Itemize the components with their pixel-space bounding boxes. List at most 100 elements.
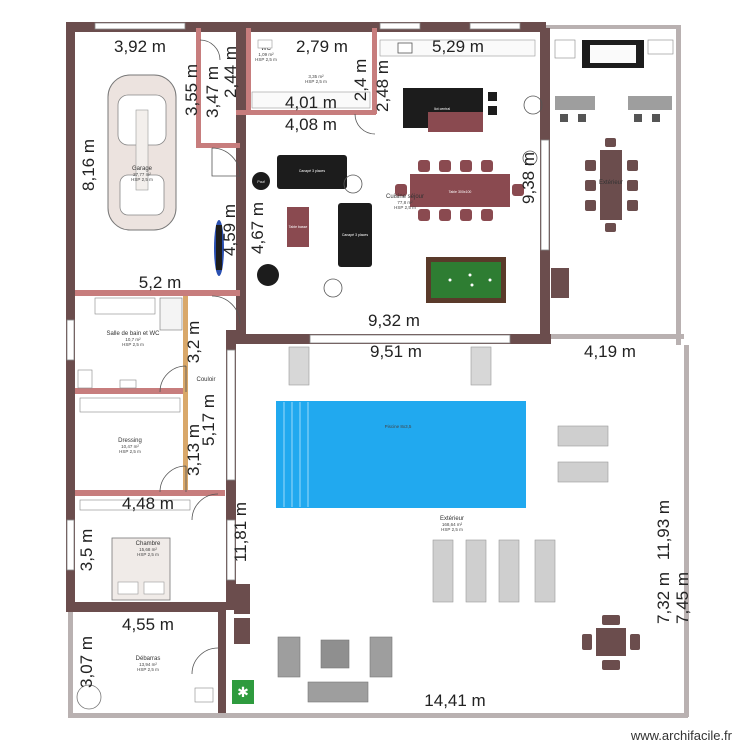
patio-chairs <box>585 138 638 232</box>
billiard-table <box>426 257 506 303</box>
dressing-shelf <box>79 397 181 413</box>
dim-938: 9,38 m <box>519 152 538 204</box>
outdoor-bar <box>555 96 595 110</box>
car <box>107 74 177 231</box>
garage-area: 27,77 m² <box>133 172 151 177</box>
dim-wc: 2,79 m <box>296 37 348 56</box>
dim-32: 3,2 m <box>184 321 203 364</box>
exterieur-area: 168,64 m² <box>442 522 463 527</box>
shelf <box>554 39 576 59</box>
dim-248: 2,48 m <box>373 60 392 112</box>
lounger-5 <box>432 539 454 603</box>
outdoor-dining-table <box>596 628 626 656</box>
lounger-1 <box>288 346 310 386</box>
coffee-table <box>287 207 309 247</box>
plant-2 <box>323 278 343 298</box>
patio-table <box>600 150 622 220</box>
dining-table <box>410 174 510 207</box>
exterieur-hsp: HSP 2,5 m <box>441 527 463 532</box>
interior-walls <box>75 28 377 496</box>
cellier-hsp: HSP 2,5 m <box>305 79 327 84</box>
shower <box>159 297 183 331</box>
bath-hsp: HSP 2,5 m <box>122 342 144 347</box>
exterieur-label: Extérieur <box>440 516 464 522</box>
sofa-2 <box>338 203 372 267</box>
dim-401: 4,01 m <box>285 93 337 112</box>
exterieur-top-label: Extérieur <box>599 180 623 186</box>
doors <box>159 39 376 675</box>
wardrobe <box>79 499 191 511</box>
wc-label: WC <box>261 46 272 52</box>
sejour-label: Cuisine séjour <box>386 194 424 200</box>
exit-sign <box>232 680 254 704</box>
windows <box>66 22 550 581</box>
bath-area: 10,7 m² <box>125 337 141 342</box>
lounge-set <box>277 636 393 703</box>
cellier-area: 3,35 m² <box>308 74 324 79</box>
coffee-table-label: Table basse <box>289 225 308 229</box>
bath-toilet <box>119 379 137 389</box>
dim-459: 4,59 m <box>220 204 239 256</box>
dim-bottom: 14,41 m <box>424 691 485 710</box>
bath-label: Salle de bain et WC <box>106 331 160 337</box>
cellier-counter <box>251 91 371 109</box>
dressing-hsp: HSP 2,5 m <box>119 449 141 454</box>
island-label: Ilot central <box>434 107 450 111</box>
exit-icon: ✱ <box>237 685 249 701</box>
dim-408: 4,08 m <box>285 115 337 134</box>
dressing-area: 10,47 m² <box>121 444 139 449</box>
dim-932: 9,32 m <box>368 311 420 330</box>
bbq-grill-inner <box>590 45 636 63</box>
pillow-2 <box>143 581 165 595</box>
watermark: www.archifacile.fr <box>630 728 733 743</box>
lounger-8 <box>534 539 556 603</box>
debarras-area: 13,94 m² <box>139 662 157 667</box>
pouf-2 <box>257 264 279 286</box>
wc-hsp: HSP 2,5 m <box>255 57 277 62</box>
outdoor-bar-2 <box>628 96 672 110</box>
garage-hsp: HSP 2,5 m <box>131 177 153 182</box>
dining-chairs <box>395 160 524 221</box>
plant-3 <box>522 150 538 166</box>
outdoor-sink <box>647 39 674 55</box>
pool <box>276 401 526 508</box>
plant-4 <box>523 95 543 115</box>
dim-garage-top: 3,92 m <box>114 37 166 56</box>
lounger-7 <box>498 539 520 603</box>
dim-313: 3,13 m <box>184 424 203 476</box>
dim-1181: 11,81 m <box>231 502 250 562</box>
water-tank <box>76 684 102 710</box>
stool-2 <box>488 106 497 115</box>
dimension-labels: 3,92 m 2,79 m 5,29 m 4,01 m 4,08 m 5,2 m… <box>77 37 692 710</box>
wall-cabinet-1 <box>234 584 250 614</box>
sejour-area: 77,8 m² <box>397 200 413 205</box>
dim-745: 7,45 m <box>673 572 692 624</box>
wc-area: 1,09 m² <box>258 52 274 57</box>
dim-455: 4,55 m <box>122 615 174 634</box>
pillow-1 <box>117 581 139 595</box>
bathtub <box>77 369 93 389</box>
dim-448: 4,48 m <box>122 494 174 513</box>
pool-label: Piscine 8x3,5 <box>385 424 412 429</box>
motorbike <box>214 220 224 276</box>
dim-52: 5,2 m <box>139 273 182 292</box>
dim-517: 5,17 m <box>199 394 218 446</box>
island-bar <box>428 112 483 132</box>
boiler <box>252 172 270 190</box>
chambre-hsp: HSP 2,5 m <box>137 552 159 557</box>
sofa-1-label: Canapé 3 places <box>299 169 326 173</box>
outdoor-dining-chairs <box>582 615 640 670</box>
dim-kitchen: 5,29 m <box>432 37 484 56</box>
bath-vanity <box>94 297 156 315</box>
dim-240: 2,4 m <box>351 59 370 102</box>
pool-steps <box>283 402 309 507</box>
wc-toilet <box>257 39 273 49</box>
dim-307: 3,07 m <box>77 636 96 688</box>
dim-35: 3,5 m <box>77 529 96 572</box>
dim-347: 3,47 m <box>203 66 222 118</box>
stool-1 <box>488 92 497 101</box>
lounger-2 <box>470 346 492 386</box>
dim-355: 3,55 m <box>182 64 201 116</box>
cabinet <box>551 268 569 298</box>
